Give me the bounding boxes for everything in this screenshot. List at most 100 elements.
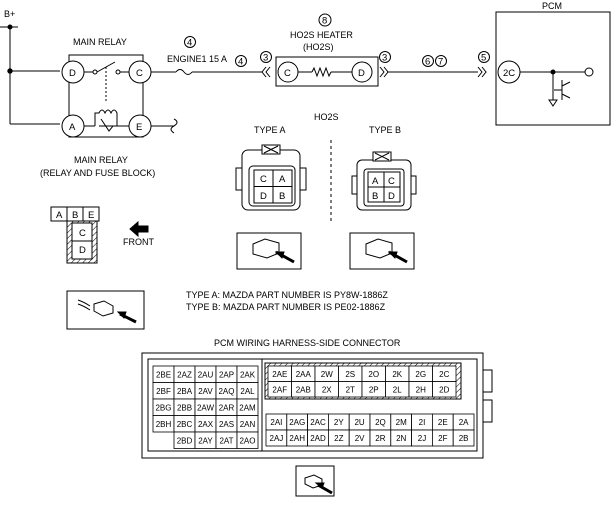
pcm-pin-label: 2Q	[375, 418, 386, 427]
relay-connector	[50, 206, 149, 264]
type-b-cell: A	[372, 176, 379, 187]
pcm-pin-label: 2Y	[334, 418, 344, 427]
marker-6: 6	[425, 57, 430, 68]
pcm-pin-label: 2AG	[289, 418, 305, 427]
pcm-pin-label: 2AX	[198, 420, 214, 429]
pcm-connector-title: PCM WIRING HARNESS-SIDE CONNECTOR	[214, 338, 401, 348]
type-b-cell: B	[372, 191, 378, 202]
pcm-pin-label: 2E	[438, 418, 448, 427]
pcm-pin-label: 2AT	[219, 436, 233, 445]
pcm-pin-label: 2AE	[272, 370, 287, 379]
pcm-pin-label: 2X	[322, 385, 332, 394]
pcm-pin-label: 2L	[393, 385, 402, 394]
marker-3-left: 3	[263, 53, 268, 64]
pcm-pin-label: 2AO	[239, 436, 255, 445]
pcm-pin-label: 2BF	[156, 387, 171, 396]
pcm-pin-label: 2D	[439, 385, 449, 394]
pcm-box	[495, 11, 611, 126]
pcm-pin-cell	[236, 431, 259, 449]
pcm-pin-label: 2A	[459, 418, 469, 427]
pcm-pin-label: 2M	[396, 418, 407, 427]
type-a-label: TYPE A	[254, 125, 286, 135]
pcm-pin-label: 2BE	[156, 370, 171, 379]
type-b-label: TYPE B	[369, 125, 401, 135]
pcm-pin-label: 2C	[439, 370, 449, 379]
pcm-pin-label: 2AJ	[270, 434, 284, 443]
pcm-pin-label: 2S	[345, 370, 355, 379]
type-a-cell: B	[279, 191, 285, 202]
pcm-pin-label: 2V	[355, 434, 365, 443]
pcm-pin-label: 2P	[369, 385, 379, 394]
marker-8: 8	[322, 16, 327, 27]
pcm-pin-label: 2AH	[289, 434, 305, 443]
pcm-title: PCM	[542, 1, 562, 11]
pcm-pin-label: 2AC	[310, 418, 326, 427]
part-number-type-a: TYPE A: MAZDA PART NUMBER IS PY8W-1886Z	[186, 290, 388, 300]
pcm-pin-label: 2T	[346, 385, 355, 394]
pcm-pin-label: 2AQ	[218, 387, 234, 396]
pcm-pin-label: 2AP	[219, 370, 234, 379]
pcm-pin-label: 2AS	[219, 420, 234, 429]
pcm-pin-label: 2AN	[240, 420, 256, 429]
type-a-cell: A	[279, 174, 286, 185]
relay-connector-labels: A B E C D FRONT	[56, 210, 154, 256]
pcm-pin-label: 2W	[321, 370, 333, 379]
main-relay-caption: MAIN RELAY	[74, 155, 128, 165]
front-arrow-icon	[129, 220, 149, 238]
type-b-view-icon	[349, 232, 415, 270]
marker-5: 5	[481, 53, 486, 64]
pcm-pin-label: 2BD	[177, 436, 193, 445]
pcm-pin-label: 2B	[459, 434, 469, 443]
relay-conn-cell: C	[79, 228, 86, 239]
pcm-pin-label: 2AU	[198, 370, 214, 379]
pcm-pin-label: 2BH	[156, 420, 172, 429]
pcm-pin-label: 2AI	[270, 418, 282, 427]
relay-pin-d-label: D	[69, 68, 76, 79]
marker-3-right: 3	[382, 53, 387, 64]
schematic-pin-labels: D C A E C D 2C MAIN RELAY (RELAY AND FUS…	[40, 68, 515, 178]
type-b-cell: C	[388, 176, 395, 187]
pcm-pin-label: 2AR	[219, 403, 235, 412]
pcm-pin-label: 2AV	[198, 387, 213, 396]
pcm-pin-label: 2AB	[296, 385, 311, 394]
heater-subtitle: (HO2S)	[303, 42, 334, 52]
pcm-pin-label: 2AD	[310, 434, 326, 443]
pcm-pin-label: 2K	[392, 370, 402, 379]
fuse-label: ENGINE1 15 A	[167, 54, 227, 64]
main-relay-box	[68, 54, 144, 138]
pcm-pin-label: 2AK	[240, 370, 256, 379]
type-a-cell: C	[260, 174, 267, 185]
main-relay-title: MAIN RELAY	[73, 37, 127, 47]
pcm-pin-label: 2BC	[177, 420, 193, 429]
pcm-pin-2c-label: 2C	[503, 68, 515, 79]
part-number-type-b: TYPE B: MAZDA PART NUMBER IS PE02-1886Z	[186, 302, 386, 312]
type-a-housing	[241, 149, 301, 211]
type-b-cell: D	[388, 191, 395, 202]
bplus-label: B+	[4, 9, 15, 19]
pcm-transistor	[554, 80, 571, 100]
ho2s-pin-labels: C A D B A C B D	[260, 174, 395, 202]
marker-7: 7	[438, 57, 443, 68]
pcm-pin-cell	[452, 429, 475, 447]
pcm-pin-label: 2AM	[239, 403, 256, 412]
pcm-pin-label: 2G	[415, 370, 426, 379]
marker-4-wire: 4	[238, 57, 243, 68]
pcm-pin-cell	[432, 381, 457, 398]
relay-pin-a-label: A	[69, 122, 76, 133]
pcm-pin-label: 2BG	[155, 403, 171, 412]
relay-conn-cell: E	[88, 210, 94, 221]
main-relay-caption-sub: (RELAY AND FUSE BLOCK)	[40, 168, 155, 178]
pcm-pin-label: 2BB	[177, 403, 192, 412]
pcm-pin-label: 2U	[354, 418, 364, 427]
pcm-pin-label: 2I	[419, 418, 426, 427]
relay-harness-view-icon	[66, 290, 145, 330]
ho2s-title: HO2S	[314, 112, 339, 122]
heater-box	[275, 56, 379, 87]
pcm-pin-label: 2O	[368, 370, 379, 379]
relay-conn-cell: D	[79, 245, 86, 256]
pcm-pin-label: 2BA	[177, 387, 193, 396]
pcm-pin-label: 2AA	[296, 370, 312, 379]
heater-pin-c-label: C	[284, 68, 291, 79]
pcm-pin-label: 2H	[416, 385, 426, 394]
